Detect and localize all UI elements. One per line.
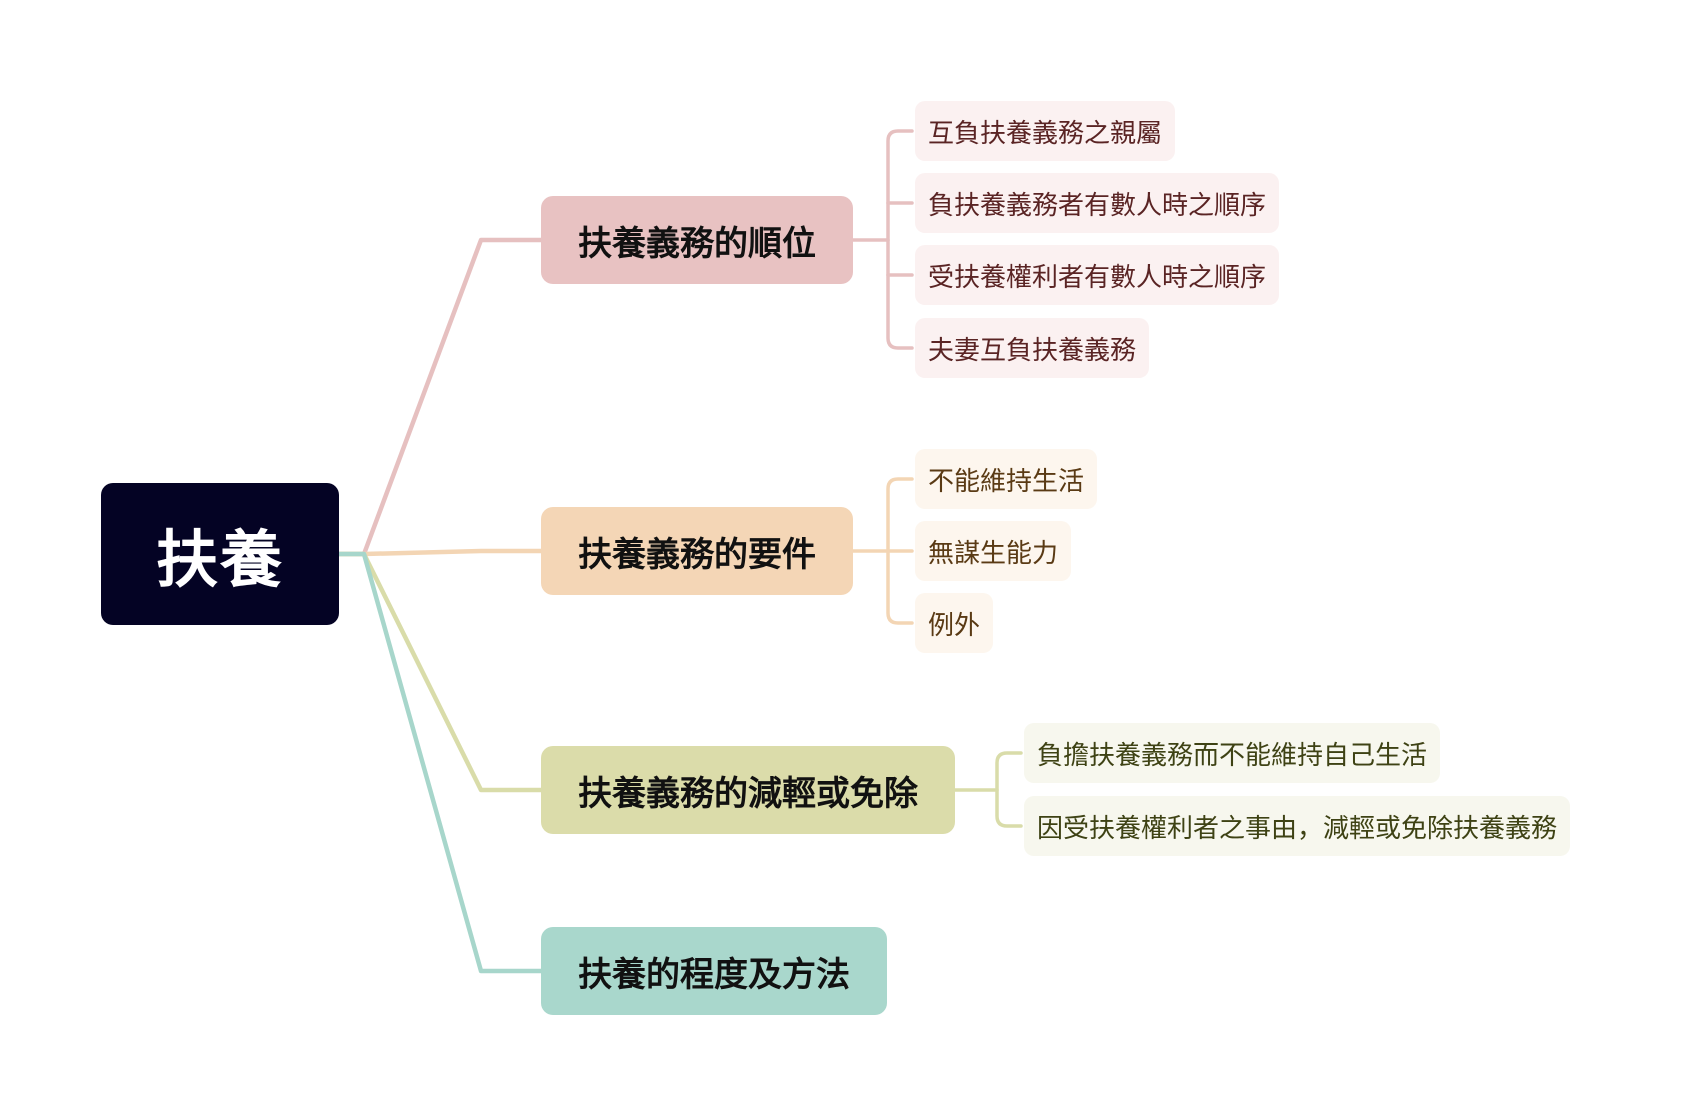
branch-node-reduction[interactable]: 扶養義務的減輕或免除 bbox=[541, 746, 955, 834]
branch-label: 扶養義務的順位 bbox=[578, 223, 816, 264]
branch-connector bbox=[336, 548, 544, 557]
leaf-label: 夫妻互負扶養義務 bbox=[928, 335, 1137, 366]
leaf-node[interactable]: 負扶養義務者有數人時之順序 bbox=[915, 173, 1280, 233]
branch-label: 扶養義務的減輕或免除 bbox=[578, 773, 918, 814]
leaf-node[interactable]: 無謀生能力 bbox=[915, 521, 1072, 581]
branch-node-requirements[interactable]: 扶養義務的要件 bbox=[541, 507, 853, 595]
branch-connector bbox=[336, 551, 544, 974]
leaf-label: 不能維持生活 bbox=[928, 466, 1085, 497]
leaf-label: 例外 bbox=[928, 610, 981, 641]
branch-connector bbox=[336, 551, 544, 793]
branch-node-degree-method[interactable]: 扶養的程度及方法 bbox=[541, 927, 887, 1015]
leaf-label: 負擔扶養義務而不能維持自己生活 bbox=[1037, 740, 1428, 771]
leaf-node[interactable]: 因受扶養權利者之事由，減輕或免除扶養義務 bbox=[1024, 796, 1571, 856]
leaf-label: 負扶養義務者有數人時之順序 bbox=[928, 190, 1267, 221]
bracket-spine bbox=[886, 129, 914, 350]
leaf-node[interactable]: 負擔扶養義務而不能維持自己生活 bbox=[1024, 723, 1441, 783]
bracket-spine bbox=[995, 751, 1023, 828]
leaf-node[interactable]: 例外 bbox=[915, 593, 994, 653]
leaf-label: 無謀生能力 bbox=[928, 538, 1059, 569]
leaf-label: 受扶養權利者有數人時之順序 bbox=[928, 262, 1267, 293]
leaf-node[interactable]: 受扶養權利者有數人時之順序 bbox=[915, 245, 1280, 305]
branch-connector bbox=[336, 237, 544, 557]
branch-label: 扶養義務的要件 bbox=[578, 534, 816, 575]
leaf-label: 因受扶養權利者之事由，減輕或免除扶養義務 bbox=[1037, 813, 1558, 844]
leaf-label: 互負扶養義務之親屬 bbox=[928, 118, 1163, 149]
branch-node-order[interactable]: 扶養義務的順位 bbox=[541, 196, 853, 284]
leaf-node[interactable]: 互負扶養義務之親屬 bbox=[915, 101, 1176, 161]
leaf-node[interactable]: 夫妻互負扶養義務 bbox=[915, 318, 1150, 378]
root-label: 扶養 bbox=[155, 523, 284, 596]
leaf-node[interactable]: 不能維持生活 bbox=[915, 449, 1098, 509]
root-node[interactable]: 扶養 bbox=[101, 483, 339, 625]
branch-label: 扶養的程度及方法 bbox=[578, 954, 850, 995]
